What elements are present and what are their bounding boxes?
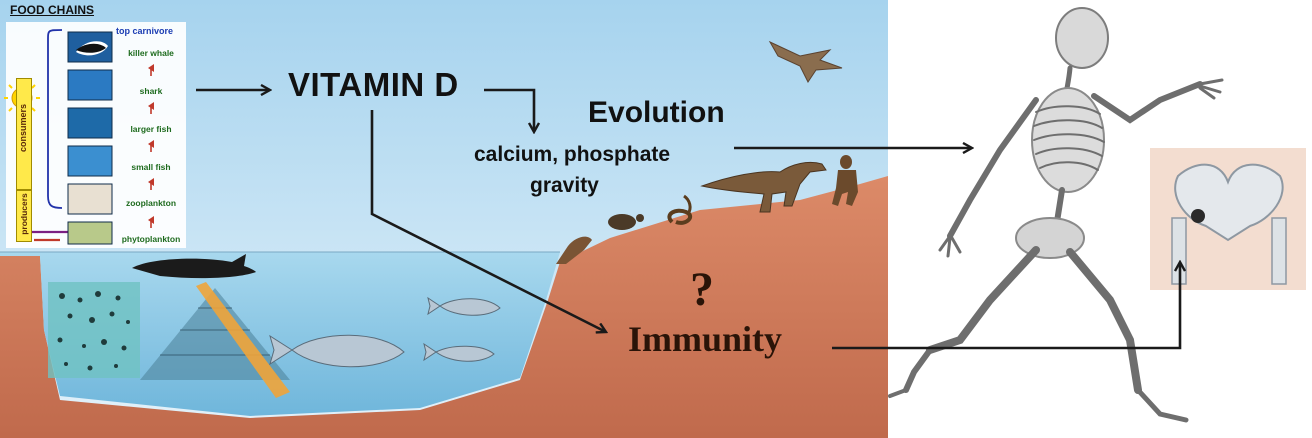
consumers-bar: consumers xyxy=(16,78,32,190)
question-mark: ? xyxy=(690,262,714,317)
food-chain-level-6: phytoplankton xyxy=(118,234,184,244)
food-chain-level-2: shark xyxy=(118,86,184,96)
producers-bar: producers xyxy=(16,190,32,242)
immunity-label: Immunity xyxy=(628,318,782,360)
food-chain-level-3: larger fish xyxy=(118,124,184,134)
food-chain-level-4: small fish xyxy=(118,162,184,172)
food-chain-top-label: top carnivore xyxy=(116,26,173,36)
pelvis-icon xyxy=(1150,148,1306,290)
vitamin-d-label: VITAMIN D xyxy=(288,66,459,104)
calcium-phosphate-label: calcium, phosphate xyxy=(474,143,670,167)
food-chain-level-1: killer whale xyxy=(118,48,184,58)
consumers-label: consumers xyxy=(18,88,28,168)
producers-label: producers xyxy=(19,179,29,249)
plankton-icon xyxy=(48,282,140,378)
food-chain-level-5: zooplankton xyxy=(118,198,184,208)
gravity-label: gravity xyxy=(530,174,599,198)
evolution-label: Evolution xyxy=(588,96,725,130)
food-chain-title: FOOD CHAINS xyxy=(10,3,94,17)
